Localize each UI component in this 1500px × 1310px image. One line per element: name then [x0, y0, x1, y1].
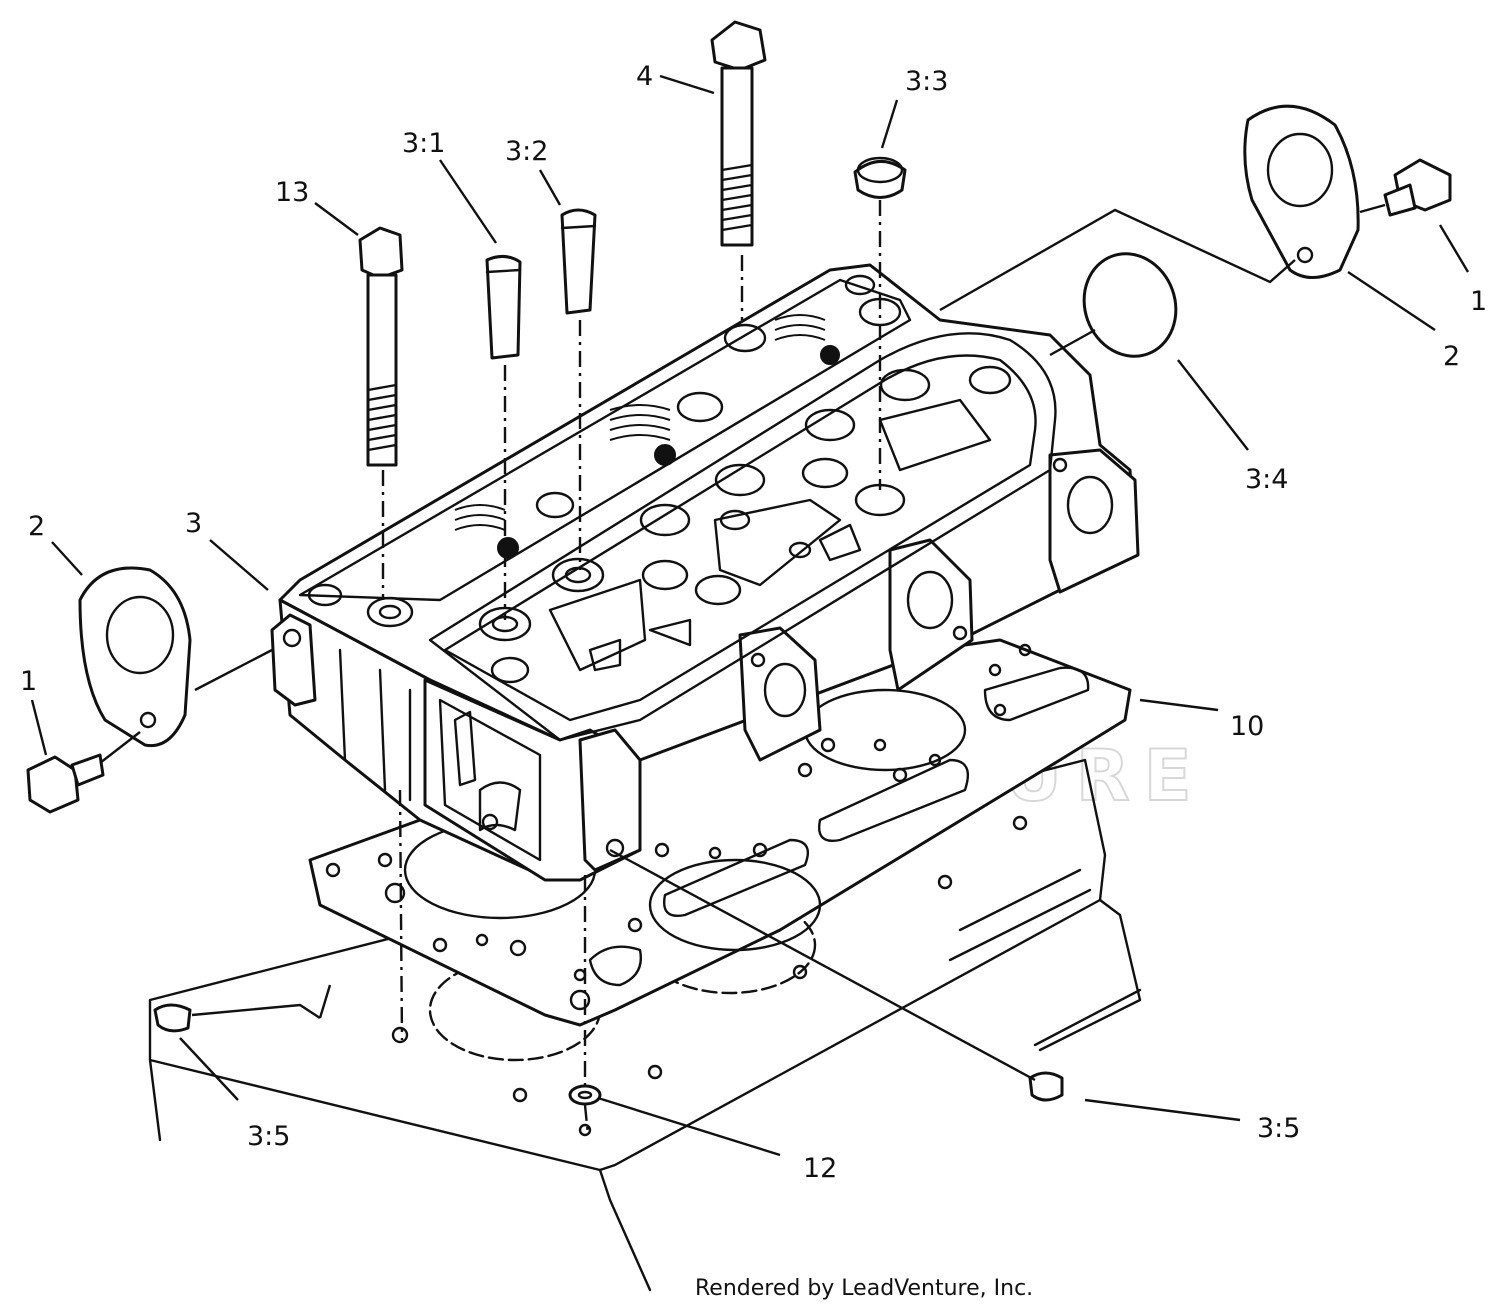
callout-1-left: 1	[20, 666, 37, 697]
end-cover-plate-right	[1243, 104, 1360, 279]
callout-13: 13	[275, 177, 309, 208]
callout-leaders	[30, 74, 1470, 1157]
callout-labels: 4 3:3 3:1 3:2 13 1 2 3:4 2 3 1 10 3:5 3:…	[20, 61, 1487, 1184]
callout-3-1: 3:1	[402, 128, 445, 159]
callout-3-5-right: 3:5	[1257, 1113, 1300, 1144]
render-credit: Rendered by LeadVenture, Inc.	[695, 1276, 1033, 1301]
callout-3-3: 3:3	[905, 66, 948, 97]
valve-guide-1	[485, 255, 522, 360]
dowel-pin-right	[1028, 1071, 1064, 1102]
cylinder-head	[270, 263, 1140, 882]
assembly-lines	[99, 200, 1386, 1136]
end-cover-plate-left	[78, 566, 192, 748]
callout-4: 4	[636, 61, 653, 92]
callout-2-right: 2	[1443, 341, 1460, 372]
callout-3-2: 3:2	[505, 136, 548, 167]
callout-1-right: 1	[1470, 286, 1487, 317]
bolt-right	[1383, 158, 1452, 217]
bolt-left	[26, 753, 105, 814]
cup-plug	[853, 156, 907, 199]
callout-3: 3	[185, 508, 202, 539]
callout-3-4: 3:4	[1245, 464, 1288, 495]
head-bolt-13	[358, 226, 404, 467]
washer	[568, 1084, 602, 1106]
expansion-plug	[1082, 252, 1178, 358]
callout-10: 10	[1230, 711, 1264, 742]
head-bolt-4	[710, 20, 767, 247]
dowel-pin-left	[153, 1003, 192, 1033]
callout-2-left: 2	[28, 511, 45, 542]
valve-guide-2	[560, 208, 597, 315]
callout-12: 12	[803, 1153, 837, 1184]
callout-3-5-left: 3:5	[247, 1121, 290, 1152]
